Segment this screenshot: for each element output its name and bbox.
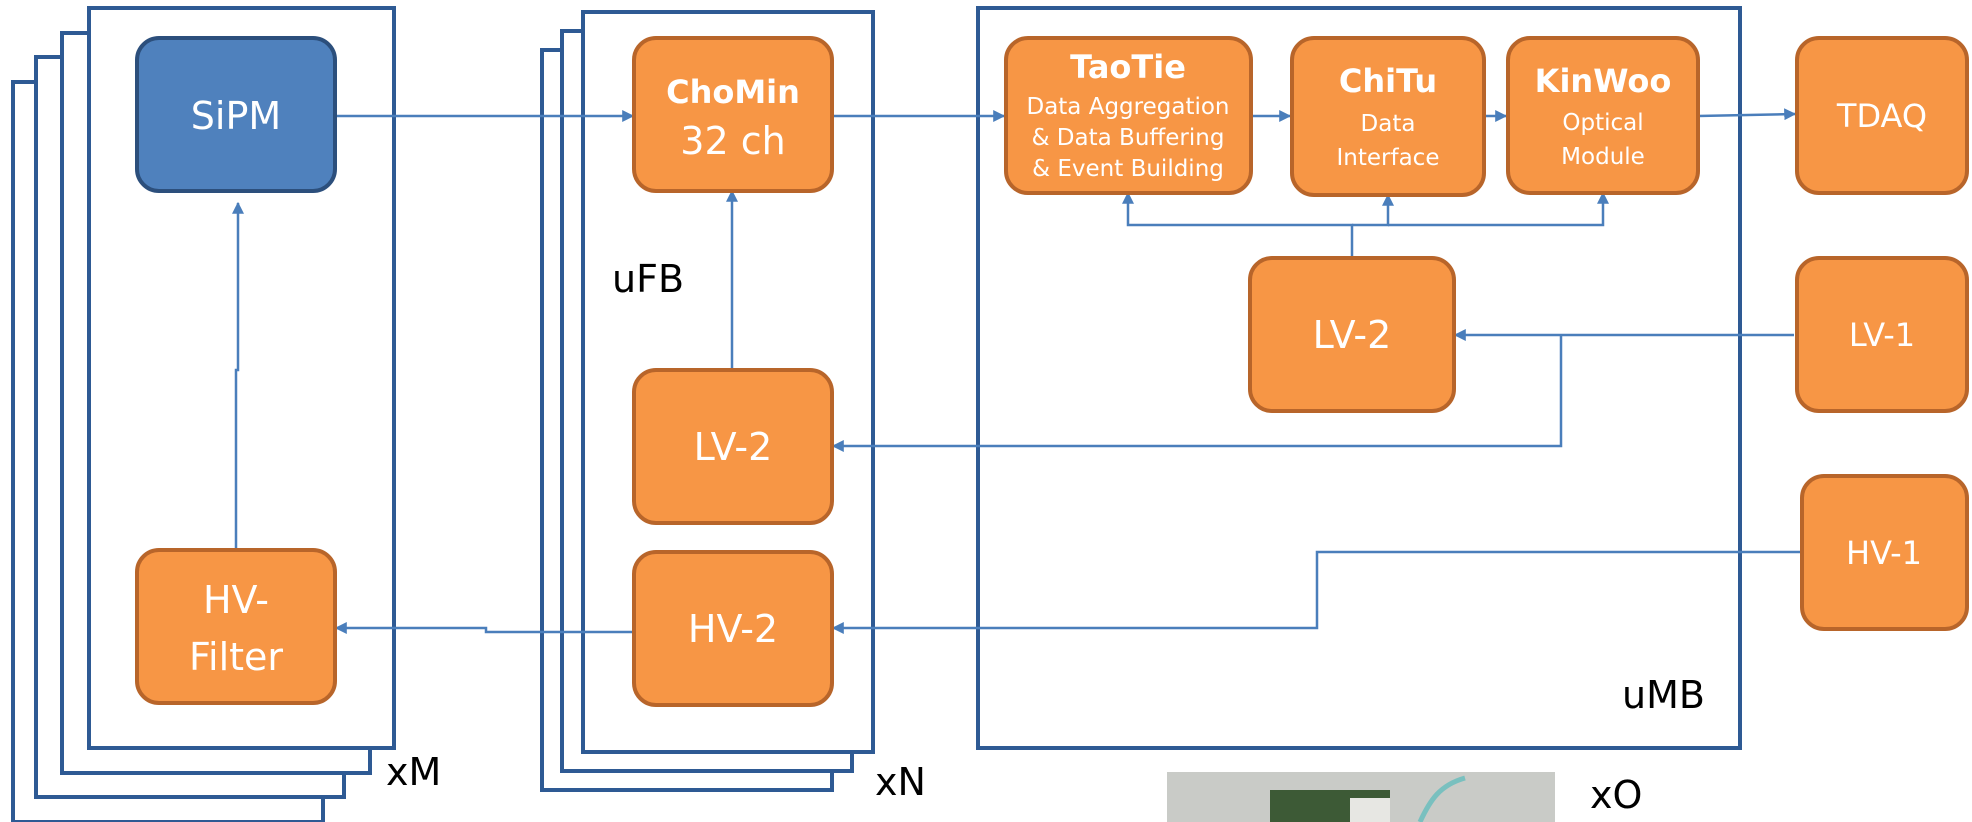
hv1-label: HV-1 <box>1846 534 1922 572</box>
chitu-line1: Data <box>1361 111 1416 137</box>
chomin-title: ChoMin <box>666 73 800 111</box>
chitu-block: ChiTu Data Interface <box>1290 36 1486 197</box>
taotie-line1: Data Aggregation <box>1026 94 1229 120</box>
hv-filter-label-line2: Filter <box>189 635 283 679</box>
ufb-board-label: uFB <box>612 257 684 301</box>
wire-hvfilter-sipm <box>232 201 244 550</box>
wire-kinwoo-tdaq <box>1697 108 1797 121</box>
hv1-block: HV-1 <box>1800 474 1969 631</box>
taotie-block: TaoTie Data Aggregation & Data Buffering… <box>1004 36 1253 195</box>
taotie-line2: & Data Buffering <box>1032 125 1225 151</box>
taotie-title: TaoTie <box>1070 48 1186 86</box>
wire-hv1-hv2 <box>831 550 1800 634</box>
lv2-fb-block: LV-2 <box>632 368 834 525</box>
hv2-fb-block: HV-2 <box>632 550 834 707</box>
tdaq-block: TDAQ <box>1795 36 1969 195</box>
multiplicity-label-xo: xO <box>1590 773 1642 817</box>
lv1-label: LV-1 <box>1849 316 1915 354</box>
umb-board-label: uMB <box>1622 673 1705 717</box>
sipm-label: SiPM <box>191 94 281 138</box>
lv2-mb-label: LV-2 <box>1313 313 1392 357</box>
multiplicity-label-xm: xM <box>386 750 441 794</box>
hv-filter-label-line1: HV- <box>203 578 269 622</box>
lv2-fb-label: LV-2 <box>694 425 773 469</box>
kinwoo-line1: Optical <box>1562 110 1643 136</box>
wire-lv2mb-kinwoo <box>1388 191 1609 227</box>
hv2-fb-label: HV-2 <box>688 607 778 651</box>
wire-hv2-hvfilter <box>334 622 633 634</box>
chomin-channels: 32 ch <box>680 119 785 163</box>
lv2-mb-block: LV-2 <box>1248 256 1456 413</box>
taotie-line3: & Event Building <box>1032 156 1224 182</box>
kinwoo-block: KinWoo Optical Module <box>1506 36 1700 195</box>
chitu-line2: Interface <box>1337 145 1440 171</box>
tdaq-label: TDAQ <box>1836 97 1927 135</box>
kinwoo-title: KinWoo <box>1535 62 1672 100</box>
chitu-title: ChiTu <box>1339 62 1437 100</box>
sipm-block: SiPM <box>135 36 337 193</box>
board-photo <box>1167 772 1555 822</box>
hv-filter-block: HV- Filter <box>135 548 337 705</box>
connectors <box>232 108 1800 634</box>
kinwoo-line2: Module <box>1561 144 1645 170</box>
wire-lv1-lv2fb <box>831 335 1563 452</box>
chomin-block: ChoMin 32 ch <box>632 36 834 193</box>
multiplicity-label-xn: xN <box>875 760 926 804</box>
lv1-block: LV-1 <box>1795 256 1969 413</box>
wire-lv2mb-taotie <box>1122 191 1354 258</box>
